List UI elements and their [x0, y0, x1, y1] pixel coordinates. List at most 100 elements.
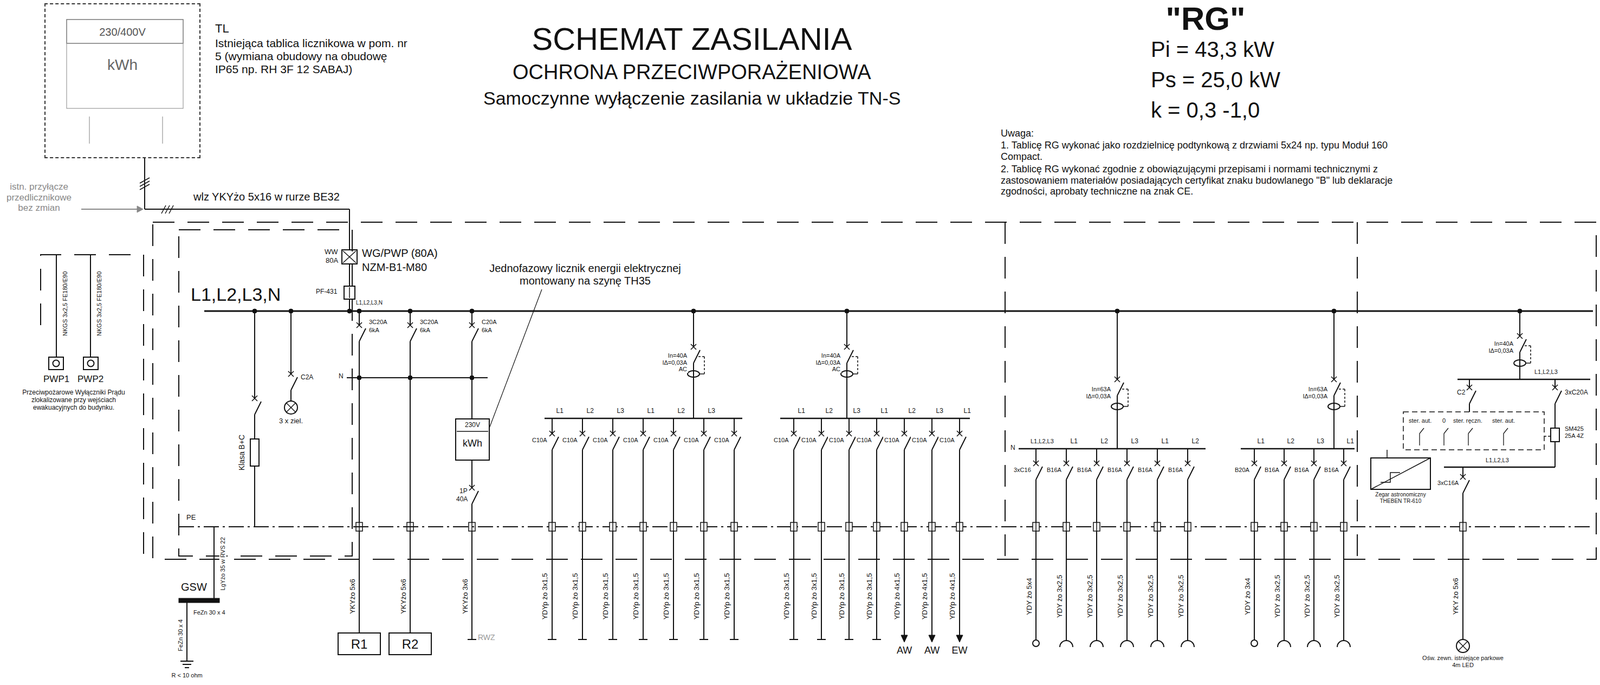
- label: PWP2: [76, 373, 105, 385]
- switchboard-enclosure: [152, 222, 1597, 560]
- node-text: Zegar astronomiczny THEBEN TR-610: [1370, 491, 1431, 504]
- wire: [254, 465, 256, 527]
- label: B16A: [1293, 466, 1311, 474]
- rcd-sensor: [1513, 359, 1526, 367]
- lamp-symbol: [284, 400, 298, 414]
- rcd-symbol: [1121, 388, 1129, 390]
- breaker-symbol: [793, 436, 801, 450]
- fuse-symbol: [88, 116, 90, 144]
- wire: [703, 449, 705, 640]
- wire: [1462, 467, 1464, 477]
- wire: [409, 311, 411, 326]
- label: C2A: [299, 373, 315, 382]
- breaker-symbol: [407, 322, 413, 328]
- breaker-symbol: [469, 484, 475, 491]
- switch-symbol: [342, 250, 356, 263]
- wire: [820, 449, 822, 636]
- pe-terminal: [1063, 522, 1070, 531]
- label: L1,L2,L3: [1029, 437, 1055, 445]
- fire-switch: [53, 360, 60, 367]
- breaker-symbol: [734, 436, 741, 450]
- breaker-symbol: [1343, 466, 1351, 480]
- label: In=63A IΔ=0,03A: [1293, 385, 1329, 400]
- contact-symbol: [1467, 433, 1469, 446]
- wire: [820, 418, 822, 434]
- label: YDYp żo 3x1,5: [782, 571, 792, 621]
- pe-terminal: [1035, 522, 1037, 531]
- socket-symbol: [1090, 640, 1104, 647]
- breaker-symbol: [1466, 384, 1473, 391]
- pe-terminal: [670, 522, 677, 531]
- label: 3 x ziel.: [277, 417, 304, 426]
- breaker-symbol: [1552, 384, 1558, 391]
- breaker-symbol: [701, 430, 707, 437]
- wire: [793, 635, 795, 640]
- label: YKYżo 5x6: [399, 577, 408, 615]
- fire-switch: [83, 357, 99, 370]
- wire: [820, 635, 822, 640]
- breaker-symbol: [690, 344, 697, 350]
- outlet-symbol: [1251, 639, 1258, 647]
- label: In=40A IΔ=0,03A AC: [653, 352, 689, 373]
- wire: [551, 449, 553, 640]
- wire: [1468, 403, 1470, 412]
- selector-switch: [1403, 411, 1545, 450]
- socket-symbol: [1059, 640, 1073, 647]
- wire: [254, 414, 256, 439]
- pe-terminal: [1459, 522, 1467, 531]
- pe-terminal: [901, 522, 908, 531]
- leader-line: [489, 289, 542, 429]
- label: WW: [323, 248, 340, 257]
- pe-terminal: [873, 522, 880, 531]
- label: NKGS 3x2,5 FE180/E90: [61, 269, 69, 337]
- contact-symbol: [1443, 433, 1444, 446]
- label: Przeciwpożarowe Wyłączniki Prądu zlokali…: [19, 389, 128, 412]
- wire: [1156, 448, 1158, 464]
- breaker-symbol: [690, 344, 697, 350]
- fuse-symbol: [162, 116, 164, 144]
- junction-dot: [469, 375, 475, 380]
- cable-end: [608, 638, 618, 640]
- pe-terminal: [1126, 522, 1128, 531]
- cable-hatch: [165, 205, 170, 214]
- cable-hatch: [139, 184, 150, 190]
- label: L1,L2,L3: [1533, 368, 1559, 376]
- label: N: [337, 372, 345, 381]
- breaker-symbol: [959, 436, 967, 450]
- label: YDYp żo 3x1,5: [723, 571, 732, 621]
- label: YDY żo 3x2,5: [1177, 573, 1186, 619]
- pe-terminal: [639, 522, 647, 531]
- wire: [846, 384, 848, 419]
- breaker-symbol: [1331, 376, 1337, 382]
- breaker-symbol: [901, 430, 908, 437]
- wire: [692, 363, 695, 385]
- breaker-symbol: [791, 430, 797, 437]
- wire: [903, 418, 905, 434]
- label: C10A: [910, 436, 929, 444]
- label: YDYp żo 3x1,5: [632, 571, 641, 621]
- breaker-symbol: [610, 430, 616, 437]
- meter-divider: [456, 430, 489, 432]
- wire: [471, 460, 473, 488]
- rcd-symbol: [1524, 345, 1531, 347]
- breaker-symbol: [549, 430, 555, 437]
- breaker-symbol: [670, 430, 677, 437]
- contactor-coil: [1550, 428, 1560, 442]
- breaker-symbol: [1469, 390, 1476, 404]
- label: C10A: [530, 436, 549, 444]
- label: YDYp żo 4x1,5: [948, 571, 957, 621]
- label: B16A: [1136, 466, 1154, 474]
- label: 3C20A: [367, 318, 389, 326]
- breaker-symbol: [1154, 460, 1161, 466]
- wire: [672, 418, 675, 434]
- rcd-symbol: [1530, 345, 1532, 364]
- label: YDY żo 3x2,5: [1303, 573, 1312, 619]
- ground-symbol: [180, 660, 194, 662]
- label: L2: [1099, 437, 1110, 446]
- label: istn. przyłącze przedlicznikowe bez zmia…: [1, 181, 77, 214]
- timer-symbol: [1370, 457, 1431, 490]
- pe-conductor: [178, 526, 1593, 528]
- wire: [144, 208, 350, 210]
- fuse-symbol: [344, 286, 355, 300]
- label: 3xC20A: [1563, 389, 1590, 397]
